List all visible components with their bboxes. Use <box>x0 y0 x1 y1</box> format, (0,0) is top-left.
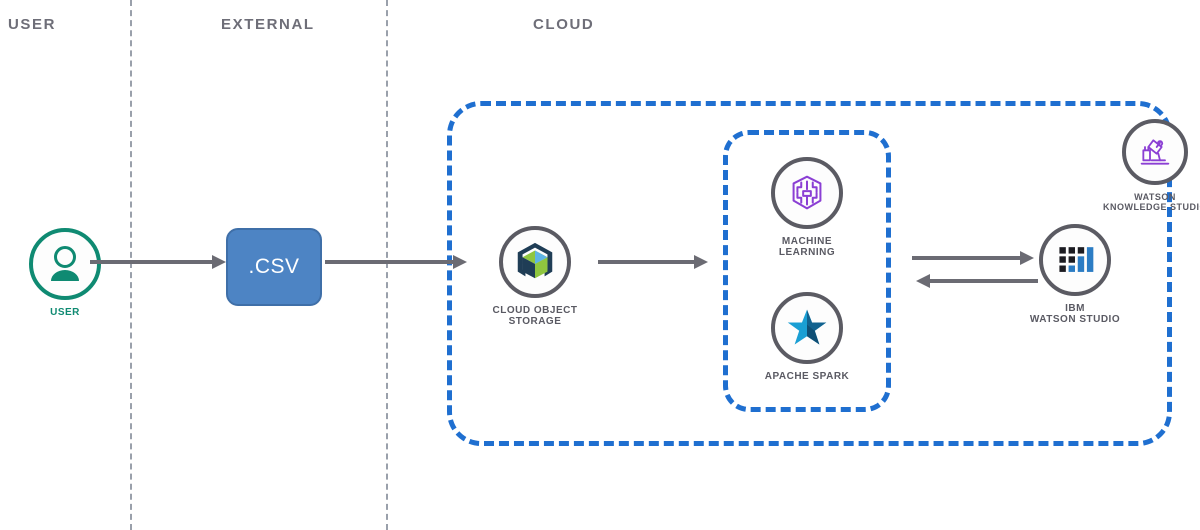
arrow-compute-watson-bidirectional <box>912 251 1038 288</box>
zone-divider-external-cloud <box>386 0 388 530</box>
label-line1: MACHINE <box>781 236 833 247</box>
brain-icon <box>771 157 843 229</box>
arrow-storage-to-compute <box>598 255 708 269</box>
node-watson-studio-label: IBM WATSON STUDIO <box>1010 303 1140 325</box>
node-watson-knowledge-studio[interactable]: WATSON KNOWLEDGE STUDIO <box>1090 119 1200 212</box>
arrow-user-to-csv <box>90 255 226 269</box>
node-machine-learning[interactable]: MACHINE LEARNING <box>742 157 872 258</box>
zone-label-cloud: CLOUD <box>533 16 595 33</box>
user-avatar-icon <box>29 228 101 300</box>
node-machine-learning-label: MACHINE LEARNING <box>742 236 872 258</box>
compute-group-container <box>723 130 891 412</box>
arrow-csv-to-storage <box>325 255 467 269</box>
cloud-object-storage-icon <box>499 226 571 298</box>
node-csv-label: .CSV <box>248 255 300 278</box>
zone-label-external: EXTERNAL <box>221 16 315 33</box>
label-line2: STORAGE <box>508 316 562 327</box>
label-line2: KNOWLEDGE STUDIO <box>1103 202 1200 212</box>
cloud-boundary <box>447 101 1172 446</box>
zone-divider-user-external <box>130 0 132 530</box>
zone-label-user: USER <box>8 16 57 33</box>
label-line2: LEARNING <box>778 247 836 258</box>
node-apache-spark[interactable]: APACHE SPARK <box>742 292 872 382</box>
label-line1: CLOUD OBJECT <box>492 305 578 316</box>
label-line1: WATSON <box>1134 192 1176 202</box>
node-cloud-object-storage[interactable]: CLOUD OBJECT STORAGE <box>470 226 600 327</box>
microscope-icon <box>1122 119 1188 185</box>
label-line2: WATSON STUDIO <box>1029 314 1121 325</box>
node-watson-studio[interactable]: IBM WATSON STUDIO <box>1010 224 1140 325</box>
node-watson-knowledge-studio-label: WATSON KNOWLEDGE STUDIO <box>1090 192 1200 212</box>
star-icon <box>771 292 843 364</box>
bar-chart-icon <box>1039 224 1111 296</box>
node-cloud-object-storage-label: CLOUD OBJECT STORAGE <box>470 305 600 327</box>
node-csv-file[interactable]: .CSV <box>226 228 322 306</box>
node-apache-spark-label: APACHE SPARK <box>764 371 850 382</box>
node-user-label: USER <box>50 307 80 318</box>
node-user[interactable]: USER <box>0 228 130 318</box>
label-line1: IBM <box>1065 303 1085 314</box>
